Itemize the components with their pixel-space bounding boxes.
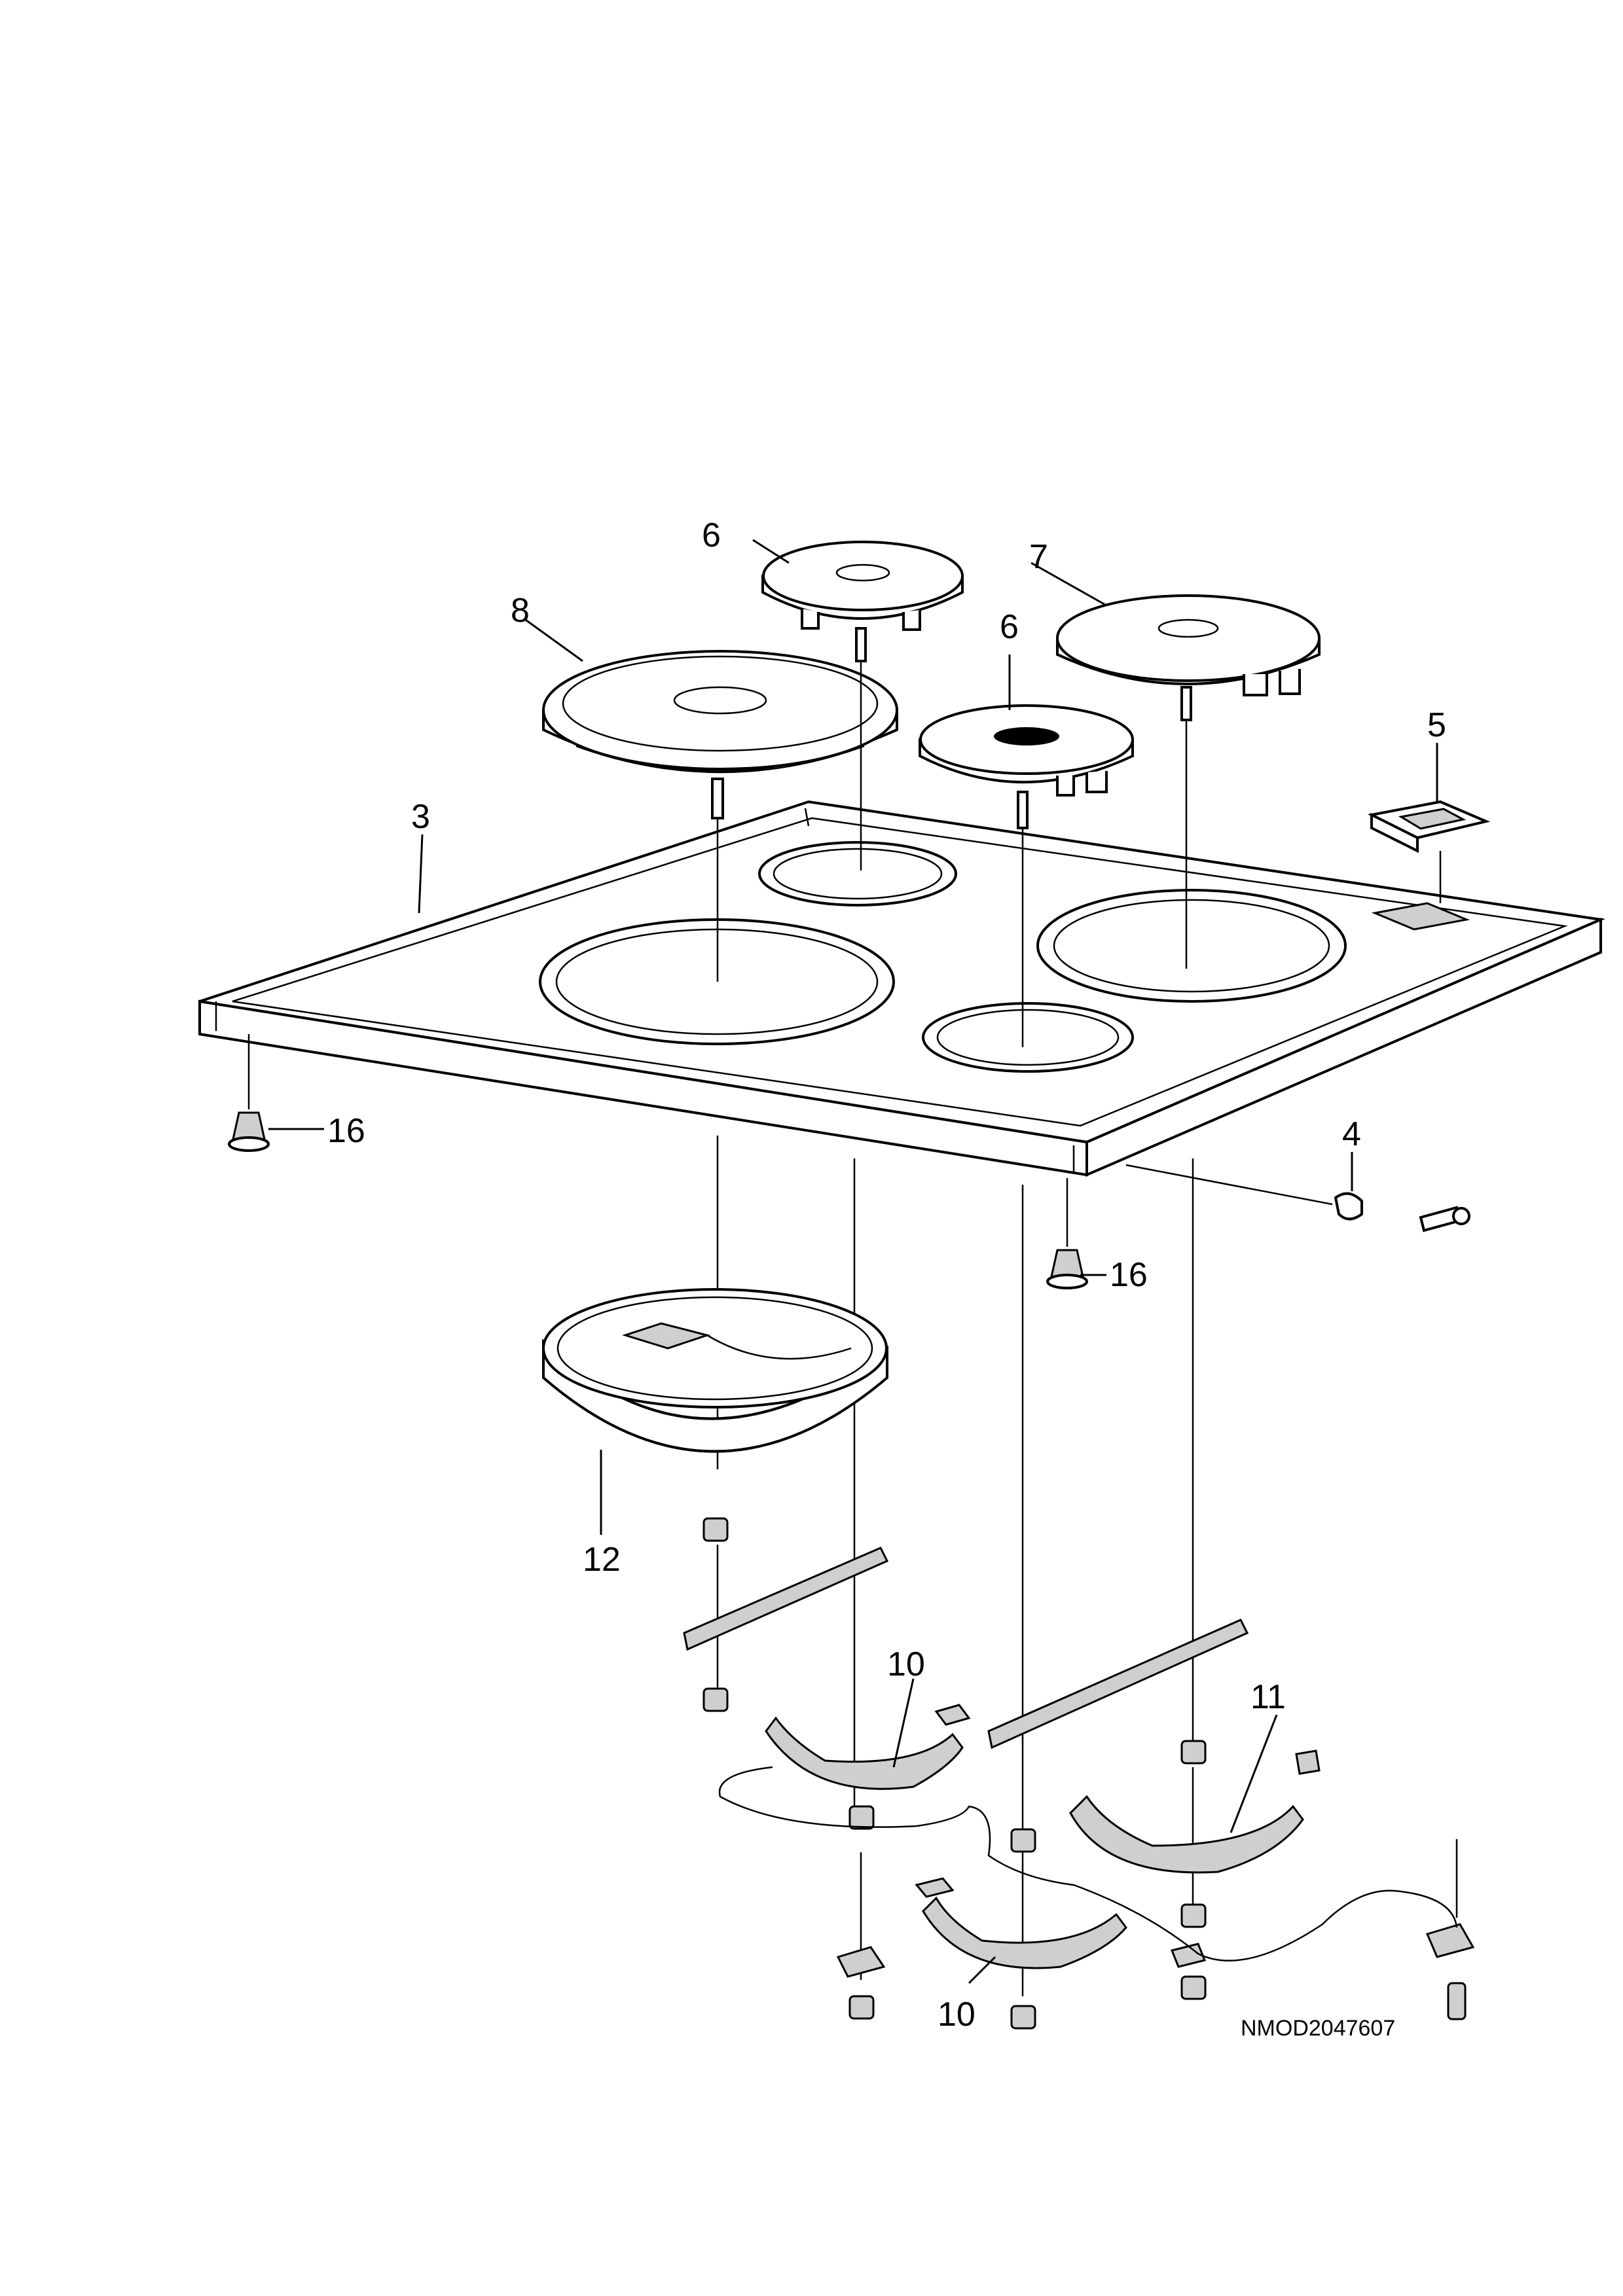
mounting-bar-left: [683, 1547, 889, 1651]
hotplate-large: [542, 650, 898, 774]
bottom-screw: [1447, 1982, 1467, 2020]
hotplate-medium: [1056, 594, 1321, 696]
hotplate-small-rear: [761, 541, 964, 631]
drip-tray: [542, 1288, 888, 1453]
hotplate-small-front: [919, 704, 1134, 797]
connection-wire: [718, 1766, 1458, 1962]
callout-labels: 3 4 5 6 6 7 8 10 10 11 12 16 16 NMOD2047…: [327, 516, 1446, 2041]
drawing-code: NMOD2047607: [1241, 2016, 1395, 2041]
label-6-rear: 6: [702, 516, 721, 554]
label-10-lower: 10: [938, 1996, 976, 2034]
leader-lines: [268, 539, 1438, 1984]
label-3: 3: [411, 798, 430, 836]
bracket-10-lower: [922, 1896, 1127, 1969]
mounting-bar-right: [987, 1619, 1249, 1749]
label-8: 8: [511, 592, 530, 630]
small-clips: [836, 1704, 1475, 1978]
label-12: 12: [583, 1541, 621, 1579]
cooktop-frame: [198, 800, 1606, 1177]
label-16-right: 16: [1110, 1256, 1148, 1294]
foot-right: [1046, 1178, 1088, 1289]
nuts: [702, 1517, 1207, 2030]
label-6-front: 6: [1000, 608, 1019, 646]
label-5: 5: [1427, 706, 1446, 744]
label-16-left: 16: [327, 1112, 365, 1150]
label-4: 4: [1342, 1115, 1361, 1153]
bracket-11: [1069, 1795, 1304, 1874]
label-7: 7: [1029, 538, 1048, 576]
fastener-clip: [1334, 1192, 1470, 1232]
label-11: 11: [1250, 1678, 1286, 1716]
hob-openings: [539, 841, 1470, 1073]
label-10-upper: 10: [887, 1645, 925, 1683]
cover-plate: [1367, 800, 1491, 853]
bracket-10-upper: [765, 1716, 964, 1790]
foot-left: [228, 1034, 270, 1152]
